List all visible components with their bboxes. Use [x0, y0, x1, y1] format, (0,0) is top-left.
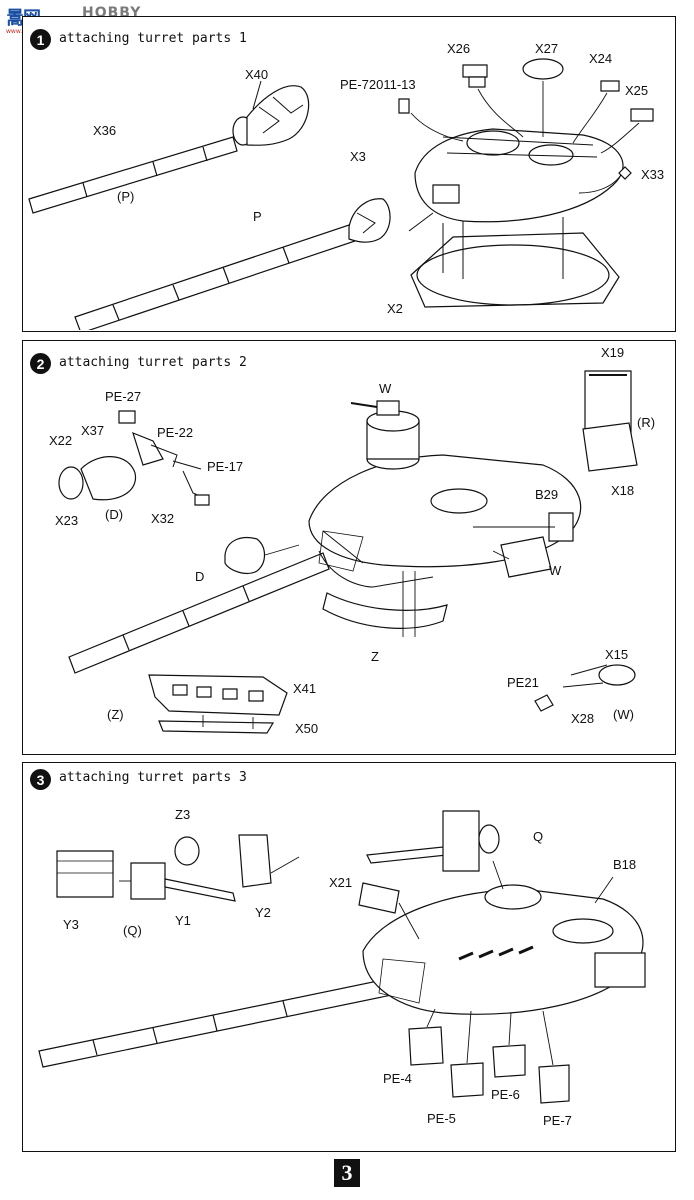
label-pe-6: PE-6	[491, 1087, 520, 1102]
label-pe-17: PE-17	[207, 459, 244, 474]
label-z3: Z3	[175, 807, 191, 822]
step-1-panel: 1 attaching turret parts 1 X40 X36 (P) P…	[22, 16, 676, 332]
label-q-paren: (Q)	[123, 923, 142, 938]
label-w-paren: (W)	[613, 707, 634, 722]
label-pe21: PE21	[507, 675, 539, 690]
step-3-illustration	[23, 763, 674, 1150]
label-x15: X15	[605, 647, 629, 662]
label-x40: X40	[245, 67, 269, 82]
label-x21: X21	[329, 875, 353, 890]
label-x24: X24	[589, 51, 613, 66]
step-1-title: attaching turret parts 1	[59, 31, 247, 46]
label-y2: Y2	[255, 905, 271, 920]
label-w-top: W	[379, 381, 392, 396]
step-3-title: attaching turret parts 3	[59, 770, 247, 785]
label-x3: X3	[350, 149, 366, 164]
label-w-side: W	[549, 563, 562, 578]
label-x50: X50	[295, 721, 319, 736]
label-x28: X28	[571, 711, 595, 726]
label-d-paren: (D)	[105, 507, 124, 522]
label-z-paren: (Z)	[107, 707, 124, 722]
label-x22: X22	[49, 433, 73, 448]
label-pe-22: PE-22	[157, 425, 194, 440]
step-2-number-badge: 2	[30, 353, 51, 374]
label-x33: X33	[641, 167, 665, 182]
step-3-panel: 3 attaching turret parts 3 Z3 Q B18 X21 …	[22, 762, 676, 1152]
label-pe-5: PE-5	[427, 1111, 456, 1126]
label-b29: B29	[535, 487, 559, 502]
label-z: Z	[371, 649, 379, 664]
step-3-number-badge: 3	[30, 769, 51, 790]
label-pe-27: PE-27	[105, 389, 142, 404]
page-number: 3	[334, 1159, 360, 1187]
label-q: Q	[533, 829, 544, 844]
label-x41: X41	[293, 681, 317, 696]
label-x2: X2	[387, 301, 403, 316]
label-y1: Y1	[175, 913, 191, 928]
label-d: D	[195, 569, 205, 584]
label-p-paren: (P)	[117, 189, 135, 204]
label-r-paren: (R)	[637, 415, 656, 430]
label-x18: X18	[611, 483, 635, 498]
label-p: P	[253, 209, 262, 224]
label-x23: X23	[55, 513, 79, 528]
label-y3: Y3	[63, 917, 79, 932]
step-2-illustration	[23, 341, 674, 753]
step-2-panel: 2 attaching turret parts 2 PE-27 X37 PE-…	[22, 340, 676, 755]
label-pe-7: PE-7	[543, 1113, 572, 1128]
step-1-illustration	[23, 17, 674, 330]
label-x37: X37	[81, 423, 105, 438]
label-x26: X26	[447, 41, 471, 56]
label-x36: X36	[93, 123, 117, 138]
label-x32: X32	[151, 511, 175, 526]
label-x19: X19	[601, 345, 625, 360]
label-b18: B18	[613, 857, 637, 872]
step-2-title: attaching turret parts 2	[59, 355, 247, 370]
label-x25: X25	[625, 83, 649, 98]
label-pe-4: PE-4	[383, 1071, 412, 1086]
step-1-number-badge: 1	[30, 29, 51, 50]
label-pe-72011-13: PE-72011-13	[340, 77, 416, 92]
label-x27: X27	[535, 41, 559, 56]
